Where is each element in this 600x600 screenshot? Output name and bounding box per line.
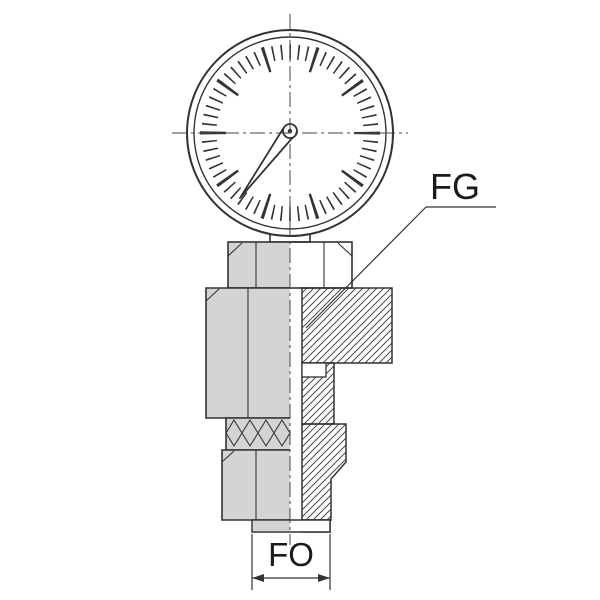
section-nozzle	[301, 423, 347, 521]
bottom-stub-shaded-half	[253, 521, 290, 531]
fo-label: FO	[268, 536, 314, 573]
upper-hex-nut-shaded-half	[228, 242, 290, 288]
lower-hex-nut	[221, 449, 290, 521]
body-external-half	[205, 287, 290, 419]
fg-label: FG	[430, 166, 480, 207]
fo-dimension: FO	[251, 534, 331, 590]
fg-leader-line	[305, 206, 427, 329]
knurl-band	[225, 417, 291, 451]
section-seal-recess	[301, 362, 327, 378]
section-body-block	[301, 287, 393, 364]
lower-hex-chamfer	[221, 450, 235, 463]
fg-callout: FG	[305, 166, 496, 329]
body-chamfer	[205, 288, 220, 302]
knurl-zigzag-lower	[225, 431, 291, 448]
body-section-half	[301, 287, 393, 533]
upper-hex-chamfer-right	[337, 242, 353, 257]
upper-hex-chamfer-left	[227, 242, 243, 257]
bottom-stub	[251, 519, 331, 533]
fo-arrowhead-right	[318, 574, 330, 582]
fo-arrowhead-left	[252, 574, 264, 582]
